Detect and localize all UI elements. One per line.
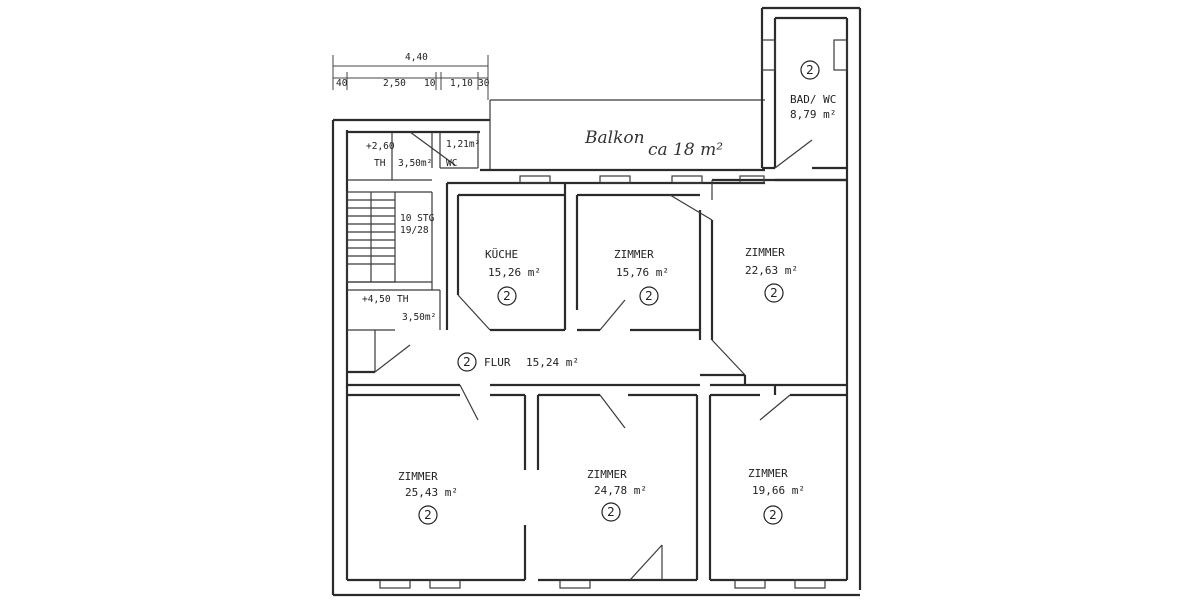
room-name: ZIMMER (748, 467, 788, 480)
room-name: ZIMMER (614, 248, 654, 261)
dim-3: 10 (424, 78, 436, 89)
room-area: 22,63 m² (745, 264, 798, 277)
dim-5: 30 (478, 78, 490, 89)
room-name: KÜCHE (485, 248, 518, 261)
room-flur: 2 FLUR 15,24 m² (457, 352, 579, 372)
room-marker (418, 505, 438, 525)
room-name: TH (374, 158, 386, 169)
room-marker (457, 352, 477, 372)
room-marker (800, 60, 820, 80)
windows (379, 39, 848, 589)
room-area: 24,78 m² (594, 484, 647, 497)
room-marker-text: 2 (503, 289, 511, 303)
room-name: TH (397, 294, 409, 305)
stair-ratio: 19/28 (400, 225, 429, 236)
dim-total: 4,40 (405, 52, 428, 63)
room-area: 15,26 m² (488, 266, 541, 279)
room-marker-text: 2 (806, 63, 814, 77)
room-bad: 2 BAD/ WC 8,79 m² (790, 60, 836, 121)
room-name: ZIMMER (587, 468, 627, 481)
room-marker-text: 2 (424, 508, 432, 522)
room-zimmer-5: ZIMMER 19,66 m² 2 (748, 467, 805, 525)
dim-2: 2,50 (383, 78, 406, 89)
room-marker (601, 502, 621, 522)
room-area: 3,50m² (398, 158, 432, 169)
room-kueche: KÜCHE 15,26 m² 2 (485, 248, 541, 306)
room-balkon: Balkon ca 18 m² (584, 128, 723, 160)
dim-4: 1,10 (450, 78, 473, 89)
room-name: FLUR (484, 356, 511, 369)
room-wc: 1,21m² WC (446, 139, 480, 169)
room-marker (639, 286, 659, 306)
room-marker-text: 2 (607, 505, 615, 519)
room-marker-text: 2 (463, 355, 471, 369)
room-th-upper: +2,60 TH 3,50m² (366, 141, 432, 169)
room-name: BAD/ WC (790, 93, 836, 106)
room-marker-text: 2 (645, 289, 653, 303)
room-area: ca 18 m² (648, 140, 723, 160)
room-name: ZIMMER (398, 470, 438, 483)
room-name: Balkon (584, 128, 645, 148)
stair-count: 10 STG (400, 213, 435, 224)
room-area: 3,50m² (402, 312, 436, 323)
room-marker (497, 286, 517, 306)
room-name: WC (446, 158, 457, 169)
room-zimmer-2: ZIMMER 22,63 m² 2 (745, 246, 798, 303)
room-marker-text: 2 (769, 508, 777, 522)
room-zimmer-3: ZIMMER 25,43 m² 2 (398, 470, 458, 525)
interior-walls (346, 131, 847, 581)
exterior-walls (331, 6, 862, 597)
room-stair: 10 STG 19/28 (400, 213, 435, 236)
room-area: 15,76 m² (616, 266, 669, 279)
room-zimmer-1: ZIMMER 15,76 m² 2 (614, 248, 669, 306)
room-area: 8,79 m² (790, 108, 836, 121)
room-name: ZIMMER (745, 246, 785, 259)
room-marker (764, 283, 784, 303)
room-zimmer-4: ZIMMER 24,78 m² 2 (587, 468, 647, 522)
room-th-lower: +4,50 TH 3,50m² (362, 294, 436, 323)
room-area: 25,43 m² (405, 486, 458, 499)
dim-1: 40 (336, 78, 348, 89)
room-area: 1,21m² (446, 139, 480, 150)
room-level: +2,60 (366, 141, 395, 152)
dimension-chain: 4,40 40 2,50 10 1,10 30 (332, 52, 490, 100)
room-marker-text: 2 (770, 286, 778, 300)
room-marker (763, 505, 783, 525)
room-area: 15,24 m² (526, 356, 579, 369)
room-level: +4,50 (362, 294, 391, 305)
room-area: 19,66 m² (752, 484, 805, 497)
stair-treads (347, 192, 395, 282)
